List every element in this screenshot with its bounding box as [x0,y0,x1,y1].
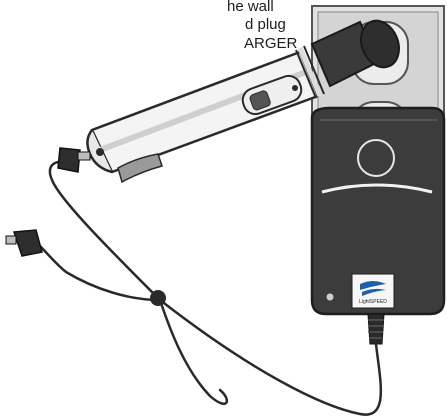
barrel-plug-b [6,230,42,256]
barrel-plug-a [58,148,90,172]
cable-splitter [150,290,166,306]
charger-adapter: LightSPEED [312,108,444,344]
brand-label: LightSPEED [359,299,387,305]
